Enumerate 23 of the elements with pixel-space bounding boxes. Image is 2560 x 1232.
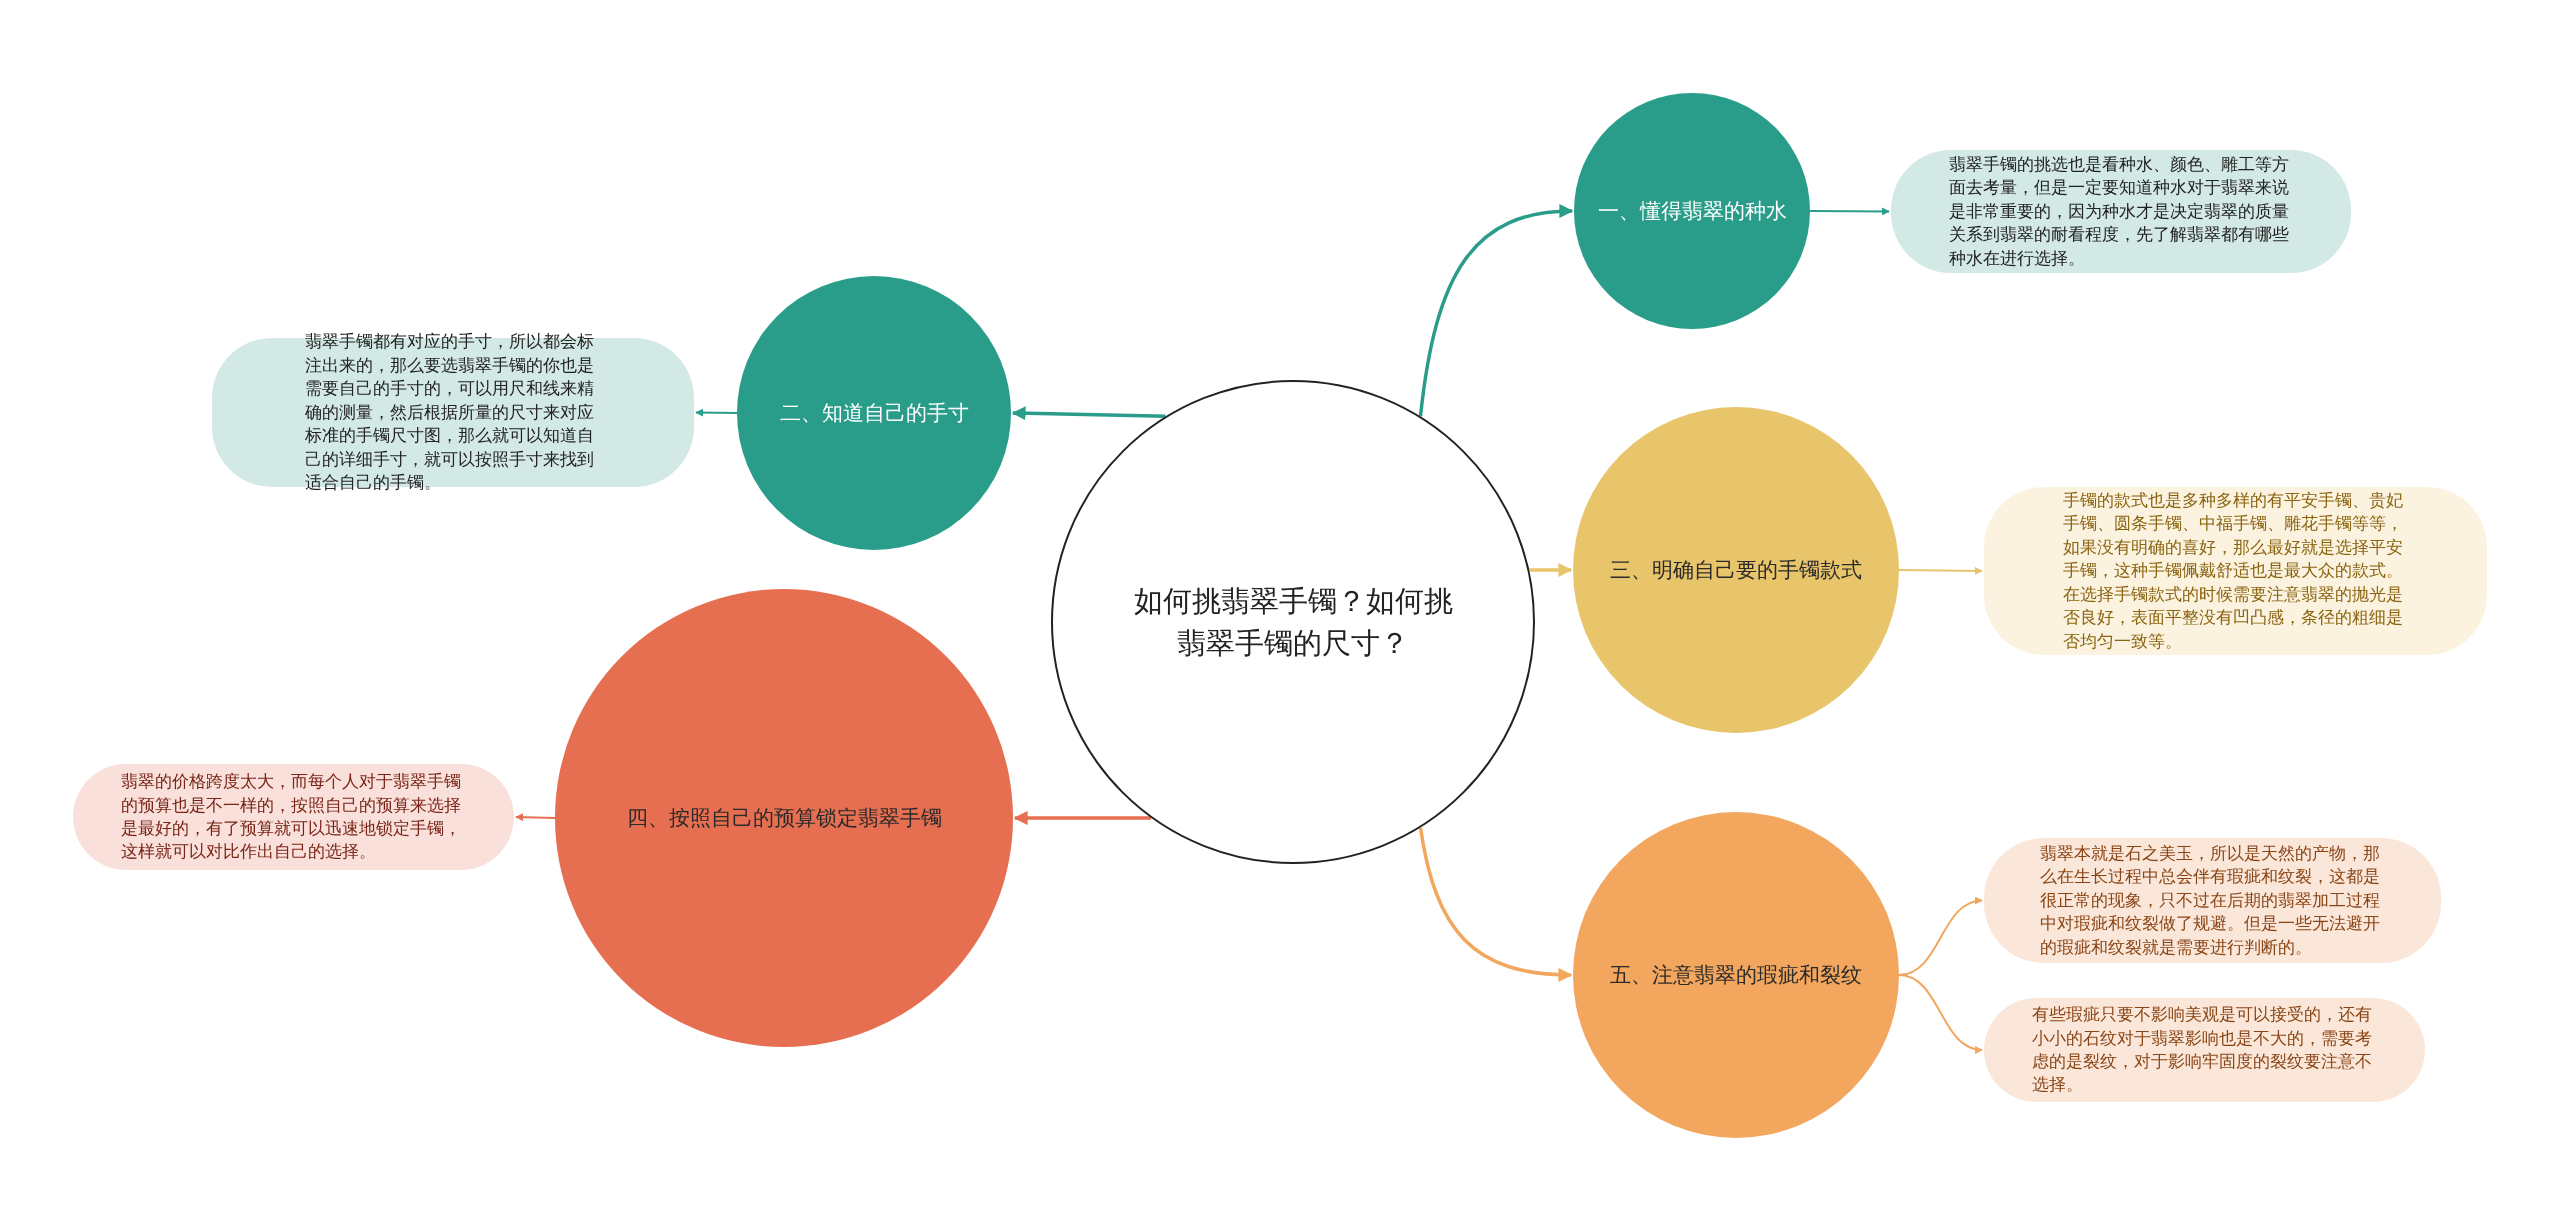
arrow — [1898, 566, 1983, 575]
topic-label: 四、按照自己的预算锁定翡翠手镯 — [625, 804, 943, 831]
arrow — [1011, 406, 1166, 421]
arrow — [1013, 811, 1152, 825]
topic-label: 五、注意翡翠的瑕疵和裂纹 — [1609, 961, 1863, 988]
note-text: 翡翠的价格跨度太大，而每个人对于翡翠手镯的预算也是不一样的，按照自己的预算来选择是最好的，有了预算就可以迅速地锁定手镯，这样就可以对比作出自己的选择。 — [121, 771, 462, 864]
arrow — [1529, 563, 1573, 577]
note-text: 有些瑕疵只要不影响美观是可以接受的，还有小小的石纹对于翡翠影响也是不大的，需要考虑的是裂纹，对于影响牢固度的裂纹要注意不选择。 — [2032, 1004, 2373, 1097]
arrow — [1809, 207, 1890, 216]
note-text: 手镯的款式也是多种多样的有平安手镯、贵妃手镯、圆条手镯、中福手镯、雕花手镯等等，如果没有明确的喜好，那么最好就是选择平安手镯，这种手镯佩戴舒适也是最大众的款式。在选择手镯款式的时候需要注意翡翠的抛光是否良好，表面平整没有凹凸感，条径的粗细是否均匀一致等。 — [2063, 489, 2404, 653]
note-text: 翡翠手镯的挑选也是看种水、颜色、雕工等方面去考量，但是一定要知道种水对于翡翠来说是非常重要的，因为种水才是决定翡翠的质量关系到翡翠的耐看程度，先了解翡翠都有哪些种水在进行选择。 — [1948, 153, 2290, 270]
topic-label: 一、懂得翡翠的种水 — [1596, 197, 1788, 224]
topic-label: 如何挑翡翠手镯？如何挑翡翠手镯的尺寸？ — [1132, 583, 1454, 661]
note-text: 翡翠本就是石之美玉，所以是天然的产物，那么在生长过程中总会伴有瑕疵和纹裂，这都是很正常的现象，只不过在后期的翡翠加工过程中对瑕疵和纹裂做了规避。但是一些无法避开的瑕疵和纹裂就是需要进行判断的。 — [2040, 842, 2381, 959]
topic-label: 二、知道自己的手寸 — [778, 399, 970, 426]
note-text: 翡翠手镯都有对应的手寸，所以都会标注出来的，那么要选翡翠手镯的你也是需要自己的手寸的，可以用尺和线来精确的测量，然后根据所量的尺寸来对应标准的手镯尺寸图，那么就可以知道自己的详细手寸，就可以按照手寸来找到适合自己的手镯。 — [305, 331, 595, 495]
arrow — [515, 813, 556, 822]
arrow — [1898, 974, 1983, 1053]
note-bubble — [1984, 487, 2487, 655]
topic-label: 三、明确自己要的手镯款式 — [1609, 556, 1863, 583]
arrow — [1418, 204, 1574, 417]
arrow — [695, 408, 738, 417]
arrow — [1418, 827, 1573, 982]
